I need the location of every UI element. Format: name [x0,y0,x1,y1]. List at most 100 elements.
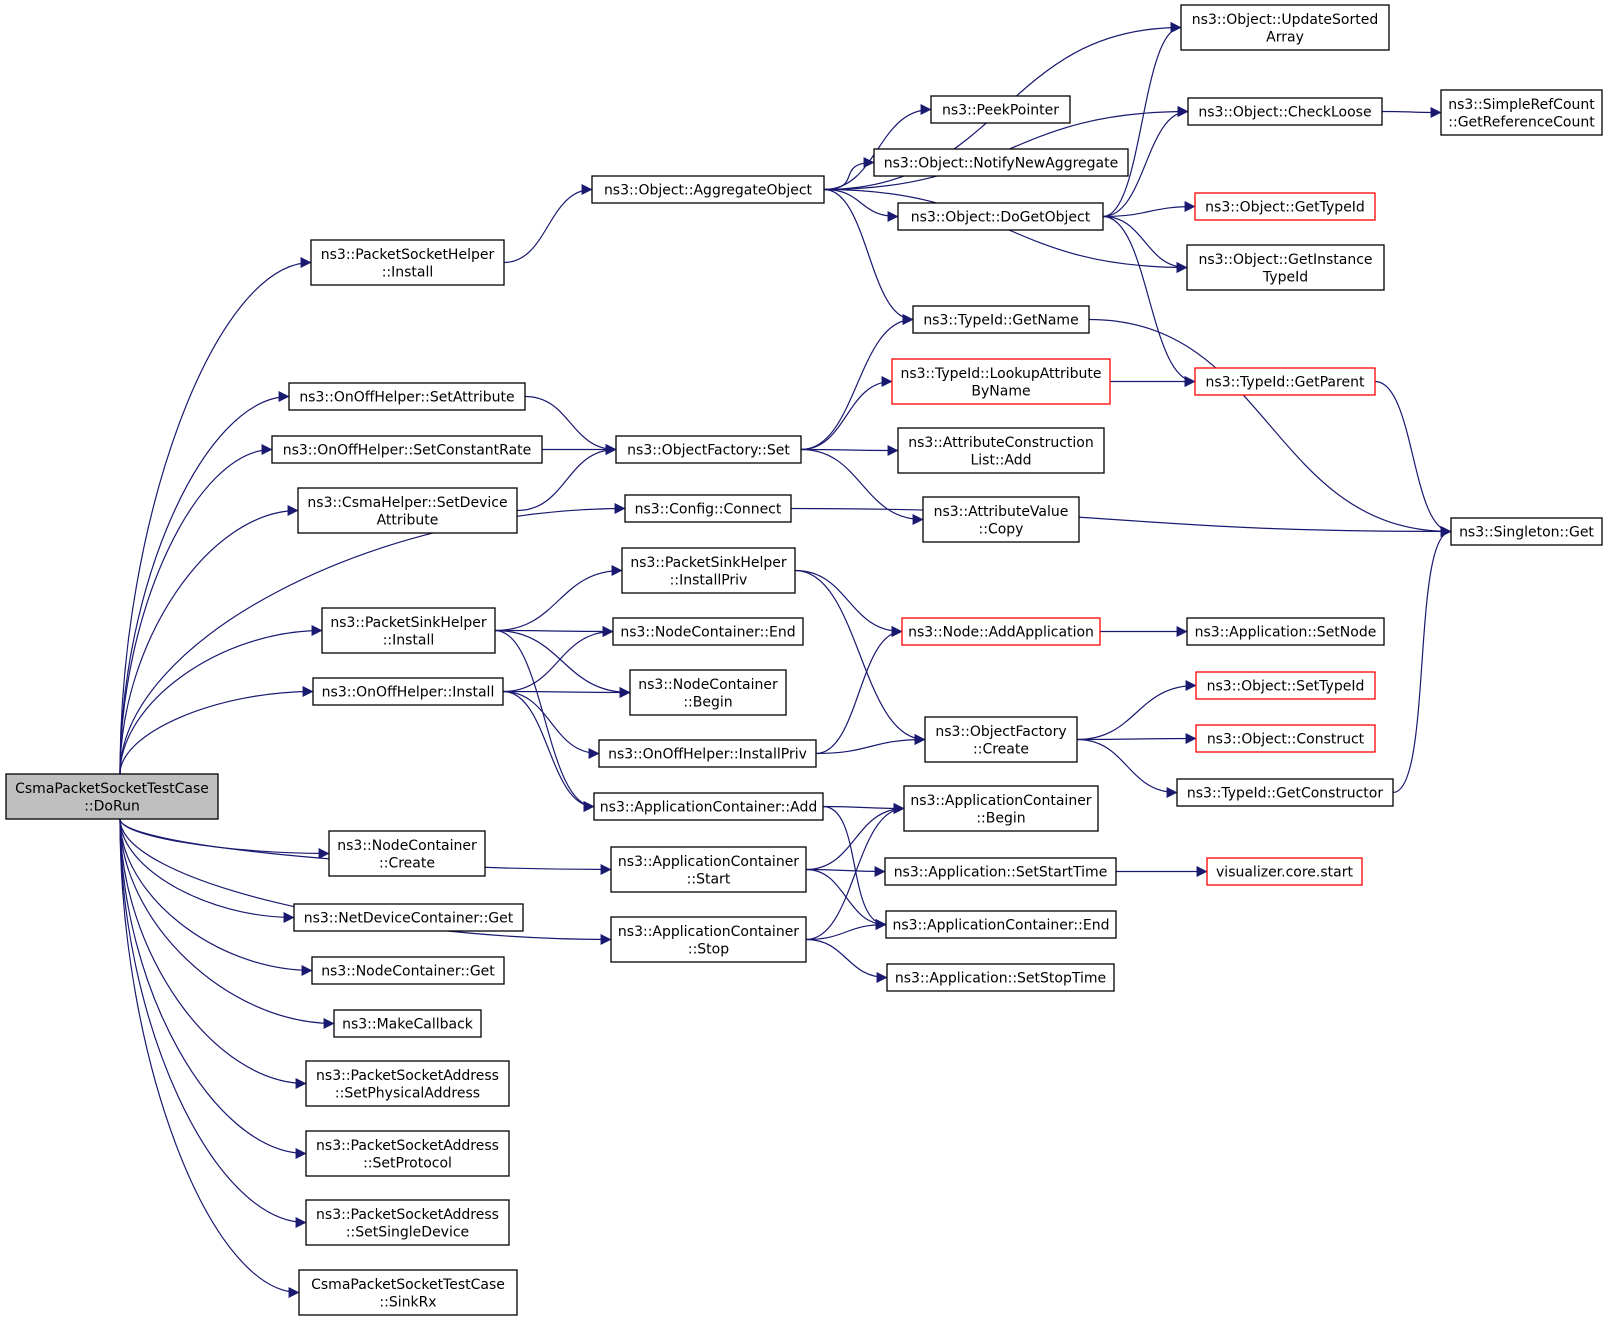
node-label: ns3::NodeContainer::Get [321,964,495,980]
node-onoff_installpriv[interactable]: ns3::OnOffHelper::InstallPriv [598,739,817,768]
edge-root-to-csma_setdev [119,505,299,775]
edge-root-to-sinkrx [119,818,300,1298]
edge-root-to-config_connect [119,503,626,775]
node-box [333,1009,482,1038]
node-singleton_get[interactable]: ns3::Singleton::Get [1450,517,1603,546]
node-onoff_setattr[interactable]: ns3::OnOffHelper::SetAttribute [288,382,526,411]
function-nodes: CsmaPacketSocketTestCase::DoRunns3::Pack… [5,4,1603,1316]
node-peekpointer[interactable]: ns3::PeekPointer [930,95,1071,124]
node-nc_end[interactable]: ns3::NodeContainer::End [612,617,804,646]
node-vis_start[interactable]: visualizer.core.start [1206,857,1363,886]
node-root[interactable]: CsmaPacketSocketTestCase::DoRun [5,773,219,820]
node-sinkrx[interactable]: CsmaPacketSocketTestCase::SinkRx [298,1269,518,1316]
node-of_set[interactable]: ns3::ObjectFactory::Set [615,435,802,464]
node-label: ns3::PacketSinkHelper [630,555,787,571]
node-obj_construct[interactable]: ns3::Object::Construct [1195,724,1376,753]
edge-root-to-onoff_setattr [119,391,290,775]
node-label: ns3::Object::Construct [1207,732,1365,748]
node-typeid_getparent[interactable]: ns3::TypeId::GetParent [1194,367,1376,396]
edge-psink_install-to-ac_add [494,629,595,812]
node-label: ::Start [687,871,731,887]
node-typeid_getname[interactable]: ns3::TypeId::GetName [912,305,1090,334]
node-label: ns3::Object::CheckLoose [1198,105,1371,121]
edge-root-to-nc_get [119,818,313,976]
node-box [593,792,824,821]
edge-root-to-psa_setproto [119,818,307,1159]
node-psink_install[interactable]: ns3::PacketSinkHelper::Install [321,607,496,654]
node-of_create[interactable]: ns3::ObjectFactory::Create [924,716,1078,763]
node-ac_stop[interactable]: ns3::ApplicationContainer::Stop [610,916,807,963]
node-app_setstop[interactable]: ns3::Application::SetStopTime [886,963,1115,992]
node-label: ::SinkRx [379,1294,436,1310]
node-psa_setsingle[interactable]: ns3::PacketSocketAddress::SetSingleDevic… [305,1199,510,1246]
node-obj_gettypeid[interactable]: ns3::Object::GetTypeId [1194,192,1376,221]
node-psink_installpriv[interactable]: ns3::PacketSinkHelper::InstallPriv [621,547,796,594]
edge-of_create-to-typeid_getctor [1076,738,1178,798]
node-label: ByName [971,383,1030,399]
edge-onoff_install-to-onoff_installpriv [502,690,600,759]
node-typeid_getctor[interactable]: ns3::TypeId::GetConstructor [1176,778,1394,807]
node-label: ns3::Singleton::Get [1459,525,1594,541]
edge-obj_dogetobject-to-obj_getinst [1102,215,1188,273]
node-label: ns3::Config::Connect [635,502,782,518]
node-label: TypeId [1262,269,1308,285]
node-ac_add[interactable]: ns3::ApplicationContainer::Add [593,792,824,821]
node-makecb[interactable]: ns3::MakeCallback [333,1009,482,1038]
node-node_addapp[interactable]: ns3::Node::AddApplication [901,617,1101,646]
node-box [305,1130,510,1177]
node-box [598,739,817,768]
node-label: ::Copy [979,521,1024,537]
node-label: ::GetReferenceCount [1448,114,1595,130]
node-obj_aggregate[interactable]: ns3::Object::AggregateObject [591,175,825,204]
node-label: ::Install [383,632,435,648]
node-psh_install[interactable]: ns3::PacketSocketHelper::Install [310,239,505,286]
edge-typeid_getparent-to-singleton_get [1374,380,1452,537]
edge-onoff_installpriv-to-of_create [815,734,926,755]
node-obj_dogetobject[interactable]: ns3::Object::DoGetObject [897,202,1104,231]
call-edges [119,22,1452,1298]
node-ndc_get[interactable]: ns3::NetDeviceContainer::Get [293,903,524,932]
node-psa_setphys[interactable]: ns3::PacketSocketAddress::SetPhysicalAdd… [305,1060,510,1107]
node-app_setnode[interactable]: ns3::Application::SetNode [1186,617,1385,646]
node-label: ns3::PacketSocketAddress [316,1068,499,1084]
node-box [1176,778,1394,807]
node-label: ns3::NodeContainer [337,838,477,854]
edge-of_set-to-av_copy [800,448,924,525]
node-label: ::Create [379,855,435,871]
node-ac_start[interactable]: ns3::ApplicationContainer::Start [610,846,807,893]
edge-psink_install-to-nc_begin [494,629,631,698]
node-srefcount[interactable]: ns3::SimpleRefCount::GetReferenceCount [1440,89,1603,136]
node-nc_create[interactable]: ns3::NodeContainer::Create [328,830,486,877]
edge-obj_dogetobject-to-obj_checkloose [1102,106,1189,218]
node-config_connect[interactable]: ns3::Config::Connect [624,494,792,523]
node-nc_get[interactable]: ns3::NodeContainer::Get [311,956,505,985]
node-ac_end[interactable]: ns3::ApplicationContainer::End [885,910,1117,939]
edge-obj_aggregate-to-obj_notify [823,157,875,191]
node-label: ns3::SimpleRefCount [1448,97,1595,113]
node-onoff_install[interactable]: ns3::OnOffHelper::Install [312,677,504,706]
node-box [305,1199,510,1246]
node-psa_setproto[interactable]: ns3::PacketSocketAddress::SetProtocol [305,1130,510,1177]
node-box [930,95,1071,124]
node-obj_checkloose[interactable]: ns3::Object::CheckLoose [1187,97,1383,126]
node-onoff_setrate[interactable]: ns3::OnOffHelper::SetConstantRate [271,435,543,464]
node-label: ns3::OnOffHelper::SetAttribute [299,390,514,406]
node-label: ns3::OnOffHelper::InstallPriv [608,747,807,763]
edge-of_set-to-typeid_lookup [800,376,893,451]
node-nc_begin[interactable]: ns3::NodeContainer::Begin [629,669,787,716]
node-obj_notify[interactable]: ns3::Object::NotifyNewAggregate [873,148,1129,177]
node-label: CsmaPacketSocketTestCase [15,781,209,797]
edge-obj_dogetobject-to-obj_gettypeid [1102,201,1196,218]
node-label: ns3::NetDeviceContainer::Get [304,911,514,927]
node-box [885,910,1117,939]
node-av_copy[interactable]: ns3::AttributeValue::Copy [922,496,1080,543]
node-obj_settypeid[interactable]: ns3::Object::SetTypeId [1195,671,1376,700]
node-box [891,358,1111,405]
node-ac_begin[interactable]: ns3::ApplicationContainer::Begin [903,785,1099,832]
node-app_setstart[interactable]: ns3::Application::SetStartTime [884,857,1117,886]
